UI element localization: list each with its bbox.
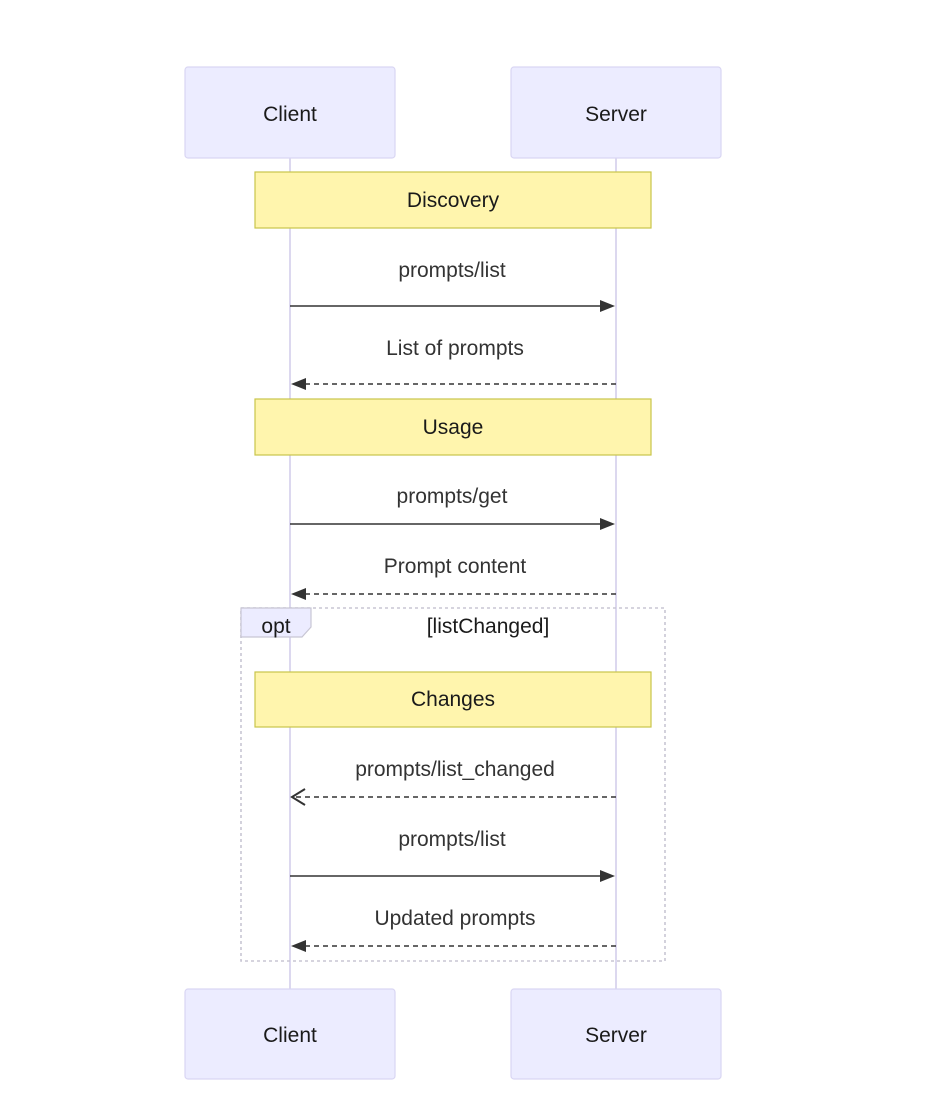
arrowhead-icon bbox=[600, 518, 615, 530]
note-changes: Changes bbox=[254, 671, 652, 728]
participant-client-top[interactable]: Client bbox=[184, 66, 396, 159]
participant-server-top-label: Server bbox=[585, 103, 647, 126]
participant-client-top-label: Client bbox=[263, 103, 317, 126]
message-list-of-prompts: List of prompts bbox=[291, 337, 616, 390]
opt-frame-tab bbox=[240, 607, 312, 638]
message-prompts-get-label: prompts/get bbox=[397, 485, 508, 508]
message-prompts-list-refresh-label: prompts/list bbox=[398, 828, 506, 851]
message-prompt-content: Prompt content bbox=[291, 555, 616, 600]
message-prompts-list-changed: prompts/list_changed bbox=[290, 758, 616, 806]
message-updated-prompts-label: Updated prompts bbox=[374, 907, 535, 930]
message-prompts-list-label: prompts/list bbox=[398, 259, 506, 282]
opt-frame: opt [listChanged] bbox=[240, 607, 666, 962]
arrowhead-icon bbox=[600, 870, 615, 882]
note-changes-label: Changes bbox=[411, 688, 495, 711]
message-prompts-list: prompts/list bbox=[290, 259, 615, 312]
arrowhead-icon bbox=[291, 588, 306, 600]
note-discovery-box bbox=[254, 171, 652, 229]
arrowhead-icon bbox=[291, 378, 306, 390]
note-usage: Usage bbox=[254, 398, 652, 456]
opt-condition: [listChanged] bbox=[427, 615, 550, 638]
participant-client-top-box bbox=[184, 66, 396, 159]
opt-frame-border bbox=[240, 607, 666, 962]
arrowhead-icon bbox=[291, 940, 306, 952]
participant-client-bottom-box bbox=[184, 988, 396, 1080]
open-arrowhead-icon bbox=[290, 788, 306, 806]
note-discovery: Discovery bbox=[254, 171, 652, 229]
participant-server-top-box bbox=[510, 66, 722, 159]
participant-server-bottom-label: Server bbox=[585, 1024, 647, 1047]
note-usage-label: Usage bbox=[423, 416, 484, 439]
message-prompt-content-label: Prompt content bbox=[384, 555, 527, 578]
message-prompts-get: prompts/get bbox=[290, 485, 615, 530]
message-updated-prompts: Updated prompts bbox=[291, 907, 616, 952]
note-discovery-label: Discovery bbox=[407, 189, 500, 212]
participant-client-bottom[interactable]: Client bbox=[184, 988, 396, 1080]
participant-client-bottom-label: Client bbox=[263, 1024, 317, 1047]
arrowhead-icon bbox=[600, 300, 615, 312]
participant-server-top[interactable]: Server bbox=[510, 66, 722, 159]
message-prompts-list-changed-label: prompts/list_changed bbox=[355, 758, 555, 781]
message-list-of-prompts-label: List of prompts bbox=[386, 337, 524, 360]
note-changes-box bbox=[254, 671, 652, 728]
participant-server-bottom-box bbox=[510, 988, 722, 1080]
opt-keyword: opt bbox=[261, 615, 290, 638]
note-usage-box bbox=[254, 398, 652, 456]
message-prompts-list-refresh: prompts/list bbox=[290, 828, 615, 882]
participant-server-bottom[interactable]: Server bbox=[510, 988, 722, 1080]
